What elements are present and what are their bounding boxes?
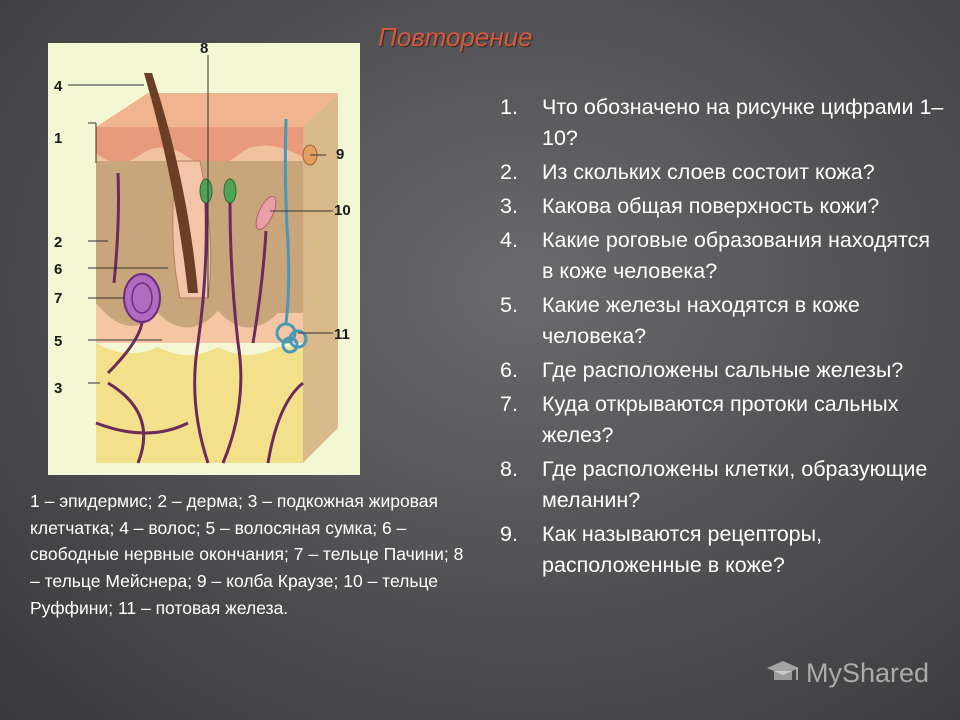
question-list: 1.Что обозначено на рисунке цифрами 1–10…	[500, 92, 945, 584]
label-3: 3	[54, 380, 62, 397]
label-1: 1	[54, 130, 62, 147]
meissner-corpuscle-1	[199, 178, 213, 204]
skin-side-face	[303, 93, 338, 463]
epidermis-wave	[96, 145, 303, 166]
dermis-papillae	[96, 303, 303, 343]
pacinian-corpuscle	[123, 273, 161, 323]
question-item: 8.Где расположены клетки, образующие мел…	[500, 457, 928, 512]
slide-title: Повторение	[378, 22, 533, 52]
label-8: 8	[200, 43, 208, 57]
label-6: 6	[54, 261, 62, 278]
sweat-duct	[283, 118, 291, 324]
label-11: 11	[334, 326, 350, 343]
sweat-gland	[275, 322, 308, 354]
label-9: 9	[336, 146, 344, 163]
meissner-corpuscle-2	[223, 178, 237, 204]
hair-shaft	[144, 73, 198, 293]
mortarboard-icon	[766, 656, 800, 690]
question-item: 7.Куда открываются протоки сальных желез…	[500, 392, 899, 447]
question-item: 6.Где расположены сальные железы?	[500, 358, 904, 382]
figure-legend: 1 – эпидермис; 2 – дерма; 3 – подкожная …	[30, 491, 464, 618]
question-item: 2.Из скольких слоев состоит кожа?	[500, 160, 875, 184]
skin-diagram: 4 1 2 6 7 5 3 8 9 10 11	[48, 43, 360, 475]
watermark[interactable]: MyShared	[766, 656, 929, 690]
question-item: 1.Что обозначено на рисунке цифрами 1–10…	[500, 95, 944, 150]
skin-surface	[96, 93, 338, 127]
ruffini-corpuscle	[255, 195, 277, 231]
nerve-fibers	[95, 172, 304, 464]
question-item: 5.Какие железы находятся в коже человека…	[500, 293, 860, 348]
label-10: 10	[334, 202, 351, 219]
question-item: 4.Какие роговые образования находятся в …	[500, 228, 931, 283]
question-item: 3.Какова общая поверхность кожи?	[500, 194, 880, 218]
label-4: 4	[54, 78, 63, 95]
question-item: 9.Как называются рецепторы, расположенны…	[500, 522, 823, 577]
label-7: 7	[54, 290, 62, 307]
pacinian-inner-ring	[131, 282, 153, 314]
label-5: 5	[54, 333, 62, 350]
label-2: 2	[54, 234, 62, 251]
leader-lines	[68, 55, 333, 384]
skin-cross-section: 4 1 2 6 7 5 3 8 9 10 11	[54, 43, 351, 464]
watermark-text: MyShared	[806, 657, 930, 688]
